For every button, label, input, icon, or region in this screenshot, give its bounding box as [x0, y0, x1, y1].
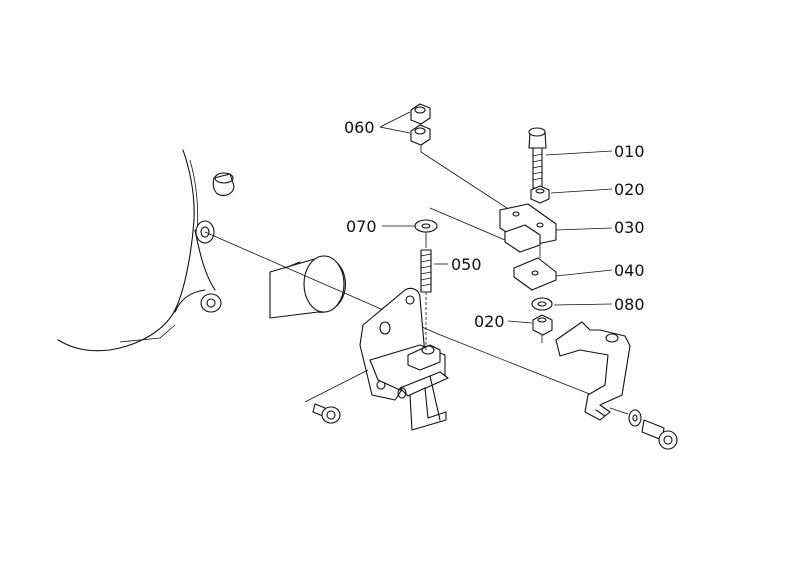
label-060: 060	[344, 118, 375, 137]
stud-050	[420, 249, 432, 350]
nut-020-lower	[532, 314, 553, 343]
link-bracket	[555, 321, 631, 421]
leader-lines	[379, 111, 613, 324]
bolt-010	[528, 127, 547, 189]
label-030: 030	[614, 218, 645, 237]
washer-070	[414, 219, 438, 248]
label-070: 070	[346, 217, 377, 236]
nuts-060	[410, 103, 511, 211]
washer-080	[531, 297, 553, 311]
nut-020-upper	[530, 185, 550, 204]
label-020-lower: 020	[474, 312, 505, 331]
plate-040	[513, 246, 557, 291]
label-050: 050	[451, 255, 482, 274]
label-010: 010	[614, 142, 645, 161]
label-080: 080	[614, 295, 645, 314]
lower-left-bolt	[304, 369, 369, 424]
alignment-line-main	[204, 231, 593, 396]
main-bracket	[359, 287, 449, 431]
label-040: 040	[614, 261, 645, 280]
engine-housing	[57, 149, 235, 352]
label-020-upper: 020	[614, 180, 645, 199]
right-bolt	[609, 407, 678, 450]
clamp-030	[429, 203, 557, 253]
